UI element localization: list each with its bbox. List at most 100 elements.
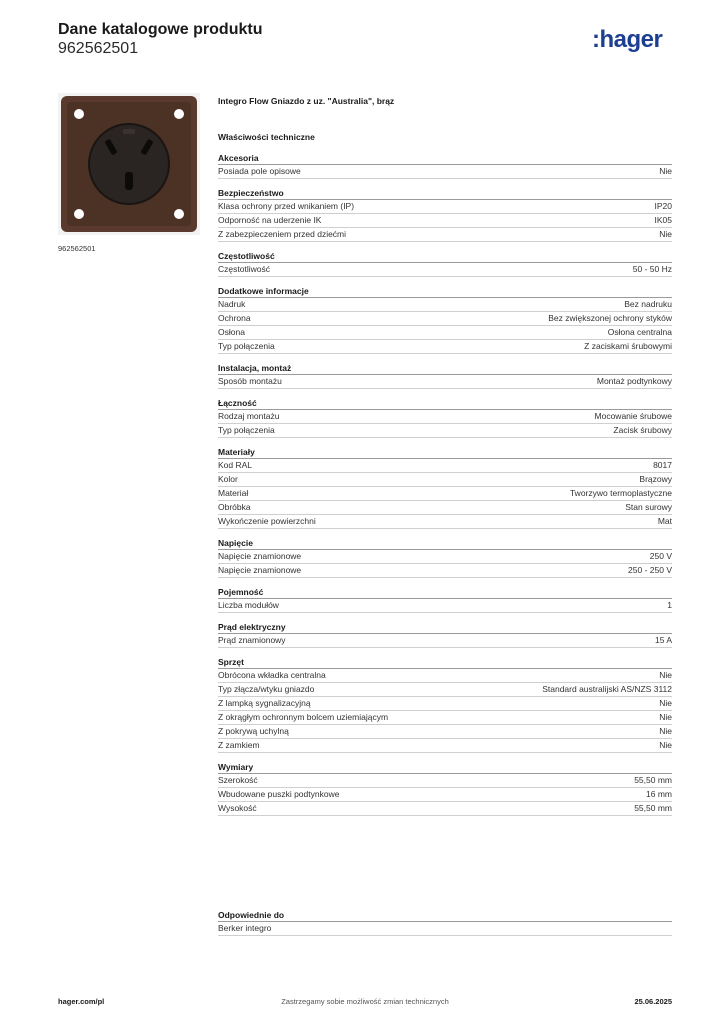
property-row: Sposób montażu Montaż podtynkowy <box>218 375 672 389</box>
property-value: 55,50 mm <box>634 775 672 785</box>
property-label: Z okrągłym ochronnym bolcem uziemiającym <box>218 712 389 722</box>
property-value: IK05 <box>654 215 673 225</box>
property-label: Obróbka <box>218 502 251 512</box>
property-label: Z lampką sygnalizacyjną <box>218 698 311 708</box>
property-label: Z zamkiem <box>218 740 260 750</box>
document-header: Dane katalogowe produktu 962562501 <box>58 20 262 58</box>
property-label: Szerokość <box>218 775 258 785</box>
property-label: Kolor <box>218 474 238 484</box>
earth-slot <box>125 172 133 190</box>
property-value: Nie <box>659 166 672 176</box>
section-title: Instalacja, montaż <box>218 362 672 375</box>
property-row: Napięcie znamionowe 250 V <box>218 550 672 564</box>
property-value: Tworzywo termoplastyczne <box>569 488 672 498</box>
property-value: Z zaciskami śrubowymi <box>584 341 672 351</box>
section-title: Częstotliwość <box>218 250 672 263</box>
property-value: IP20 <box>654 201 673 211</box>
property-value: 1 <box>667 600 672 610</box>
property-label: Prąd znamionowy <box>218 635 286 645</box>
product-details: Integro Flow Gniazdo z uz. "Australia", … <box>218 94 672 816</box>
footer-website[interactable]: hager.com/pl <box>58 997 105 1006</box>
property-row: Z okrągłym ochronnym bolcem uziemiającym… <box>218 711 672 725</box>
property-value: Stan surowy <box>625 502 672 512</box>
property-label: Typ złącza/wtyku gniazdo <box>218 684 315 694</box>
screw-hole-icon <box>74 209 84 219</box>
section-title: Dodatkowe informacje <box>218 285 672 298</box>
section-title: Łączność <box>218 397 672 410</box>
property-value: Montaż podtynkowy <box>596 376 672 386</box>
property-label: Wbudowane puszki podtynkowe <box>218 789 340 799</box>
product-name: Integro Flow Gniazdo z uz. "Australia", … <box>218 96 395 106</box>
section-title: Pojemność <box>218 586 672 599</box>
property-value: Nie <box>659 670 672 680</box>
product-image <box>58 93 200 235</box>
property-row: Szerokość 55,50 mm <box>218 774 672 788</box>
property-value: 250 V <box>649 551 672 561</box>
section-title: Materiały <box>218 446 672 459</box>
property-label: Z pokrywą uchylną <box>218 726 289 736</box>
section-title: Prąd elektryczny <box>218 621 672 634</box>
property-row: Z zamkiem Nie <box>218 739 672 753</box>
hager-logo: :hager <box>592 26 663 53</box>
property-value: Mat <box>657 516 672 526</box>
property-label: Nadruk <box>218 299 246 309</box>
property-value: Standard australijski AS/NZS 3112 <box>542 684 672 694</box>
property-value: Zacisk śrubowy <box>613 425 672 435</box>
property-label: Obrócona wkładka centralna <box>218 670 326 680</box>
property-value: Mocowanie śrubowe <box>594 411 672 421</box>
property-label: Napięcie znamionowe <box>218 551 302 561</box>
property-label: Osłona <box>218 327 245 337</box>
footer-date: 25.06.2025 <box>634 997 672 1006</box>
section-title: Napięcie <box>218 537 672 550</box>
property-value: Nie <box>659 740 672 750</box>
section-title: Wymiary <box>218 761 672 774</box>
rating-label <box>123 129 135 134</box>
property-value: Nie <box>659 726 672 736</box>
property-value: Nie <box>659 229 672 239</box>
section-title: Bezpieczeństwo <box>218 187 672 200</box>
footer-disclaimer: Zastrzegamy sobie możliwość zmian techni… <box>281 997 449 1006</box>
property-label: Berker integro <box>218 923 272 933</box>
property-label: Ochrona <box>218 313 251 323</box>
property-label: Klasa ochrony przed wnikaniem (IP) <box>218 201 355 211</box>
product-code: 962562501 <box>58 40 139 57</box>
property-row: Typ złącza/wtyku gniazdo Standard austral… <box>218 683 672 697</box>
screw-hole-icon <box>174 209 184 219</box>
property-label: Częstotliwość <box>218 264 270 274</box>
property-row: Obróbka Stan surowy <box>218 501 672 515</box>
document-title: Dane katalogowe produktu <box>58 21 263 38</box>
property-label: Liczba modułów <box>218 600 279 610</box>
property-label: Materiał <box>218 488 249 498</box>
property-value: Bez nadruku <box>624 299 672 309</box>
property-label: Wykończenie powierzchni <box>218 516 316 526</box>
property-row: Berker integro <box>218 922 672 936</box>
property-row: Wykończenie powierzchni Mat <box>218 515 672 529</box>
property-label: Rodzaj montażu <box>218 411 280 421</box>
technical-properties-heading: Właściwości techniczne <box>218 132 315 142</box>
pin-slot-right <box>141 139 153 155</box>
property-value: 50 - 50 Hz <box>632 264 672 274</box>
property-value: 15 A <box>654 635 672 645</box>
property-label: Sposób montażu <box>218 376 282 386</box>
property-value: Nie <box>659 698 672 708</box>
section-title: Odpowiednie do <box>218 909 672 922</box>
hager-logo-text: :hager <box>592 26 663 53</box>
property-row: Klasa ochrony przed wnikaniem (IP) IP20 <box>218 200 672 214</box>
